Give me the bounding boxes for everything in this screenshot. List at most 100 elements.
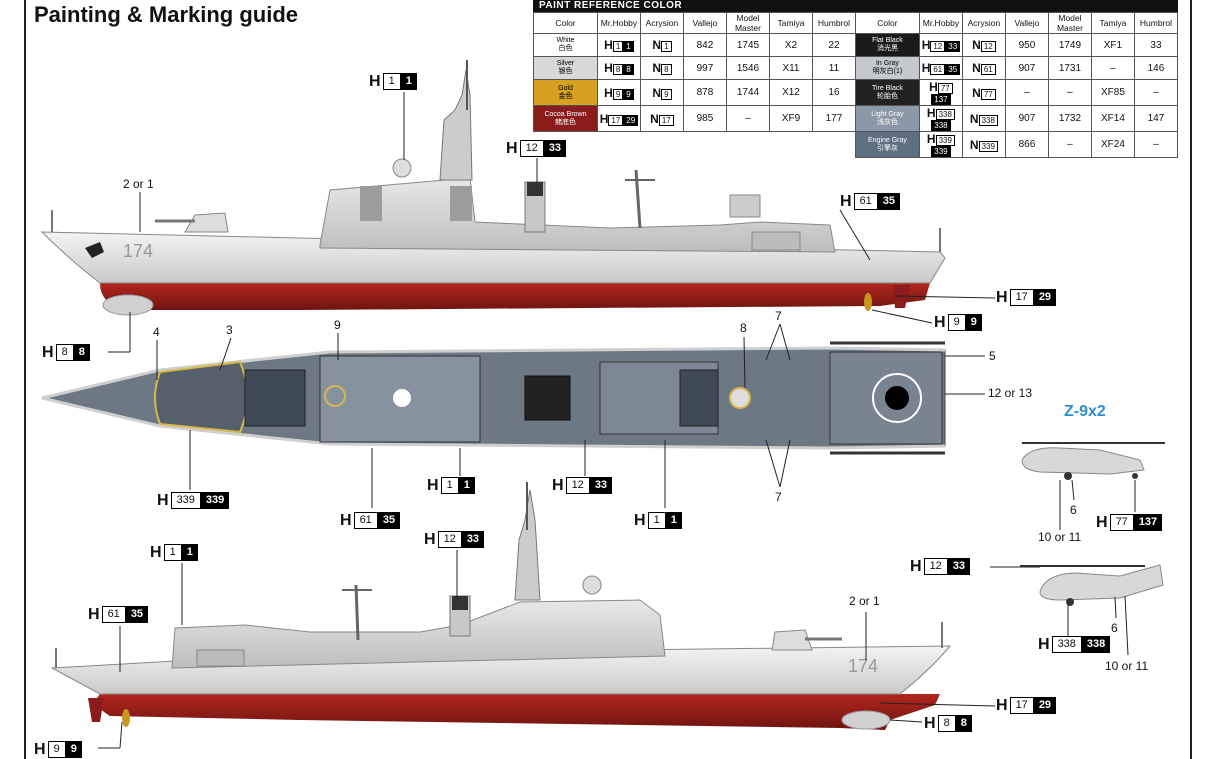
mast-block-right [450, 186, 472, 221]
right-border-line [1190, 0, 1192, 759]
tamiya-code: XF85 [1090, 79, 1135, 106]
main-mast-bottom [514, 489, 541, 601]
funnel-top-bottom [452, 596, 468, 610]
side-view-top: 174 [40, 60, 946, 316]
helicopter-bottom [1020, 564, 1164, 606]
heli-top-body [1021, 447, 1145, 475]
callout-4: 4 [153, 325, 160, 339]
callout-6-bottom: 6 [1111, 621, 1118, 635]
anchor-hawse [85, 242, 104, 258]
sonar-dome [102, 294, 154, 316]
funnel-top [527, 182, 543, 196]
bridge-dome [393, 389, 411, 407]
callout-7-top: 7 [775, 309, 782, 323]
main-gun-turret-bottom [771, 629, 813, 651]
vallejo-code: 842 [682, 33, 727, 57]
humbrol-code: – [1133, 79, 1179, 106]
model-master-code: – [1047, 131, 1092, 158]
callout-7-bottom: 7 [775, 490, 782, 504]
superstructure [319, 177, 836, 253]
plan-view [41, 341, 946, 455]
vallejo-code: 866 [1004, 131, 1049, 158]
helicopter-top [1021, 442, 1165, 480]
ciws-forward [324, 385, 346, 407]
humbrol-code: 177 [811, 105, 856, 132]
landing-spot [885, 386, 909, 410]
callout-10-or-11-top: 10 or 11 [1038, 530, 1082, 544]
radar-dome-bottom [582, 575, 602, 595]
vallejo-code: 997 [682, 56, 727, 80]
ciws-aft [729, 387, 751, 409]
callout-10-or-11-bottom: 10 or 11 [1105, 659, 1149, 673]
heli-bottom-wheel [1066, 598, 1074, 606]
callout-5: 5 [989, 349, 996, 363]
main-mast [439, 69, 473, 181]
hull-number-top: 174 [123, 241, 153, 261]
radar-dome [392, 158, 412, 178]
hull-upper [40, 231, 946, 284]
helicopter-label: Z-9x2 [1064, 403, 1106, 420]
humbrol-code: – [1133, 131, 1179, 158]
vallejo-code: 878 [682, 79, 727, 106]
vls-aft [679, 369, 719, 427]
tamiya-code: XF9 [768, 105, 813, 132]
deck-edge-top [41, 346, 946, 400]
tamiya-code: XF24 [1090, 131, 1135, 158]
humbrol-code: 22 [811, 33, 856, 57]
model-master-code: 1745 [725, 33, 770, 57]
heli-top-tailwheel [1132, 473, 1138, 479]
aft-mast [634, 169, 642, 229]
lower-hull-red-bottom [96, 694, 940, 730]
aft-director [729, 194, 761, 218]
callout-3: 3 [226, 323, 233, 337]
mast-block-left [360, 186, 382, 221]
hangar-door-bottom [196, 649, 245, 667]
callout-9: 9 [334, 318, 341, 332]
page-title: Painting & Marking guide [34, 2, 299, 27]
side-view-bottom: 174 [50, 482, 952, 730]
aft-mast-bottom [354, 584, 360, 641]
superstructure-bottom [171, 599, 666, 669]
callout-2-or-1-bottom: 2 or 1 [849, 594, 880, 608]
propeller [864, 293, 872, 311]
hull-number-bottom: 174 [848, 656, 878, 676]
model-master-code: – [725, 105, 770, 132]
hangar-door [751, 231, 801, 251]
left-border-line [24, 0, 26, 759]
callout-2-or-1-top: 2 or 1 [123, 177, 154, 191]
callout-12-or-13: 12 or 13 [988, 386, 1033, 400]
leader-lines [98, 92, 1136, 749]
